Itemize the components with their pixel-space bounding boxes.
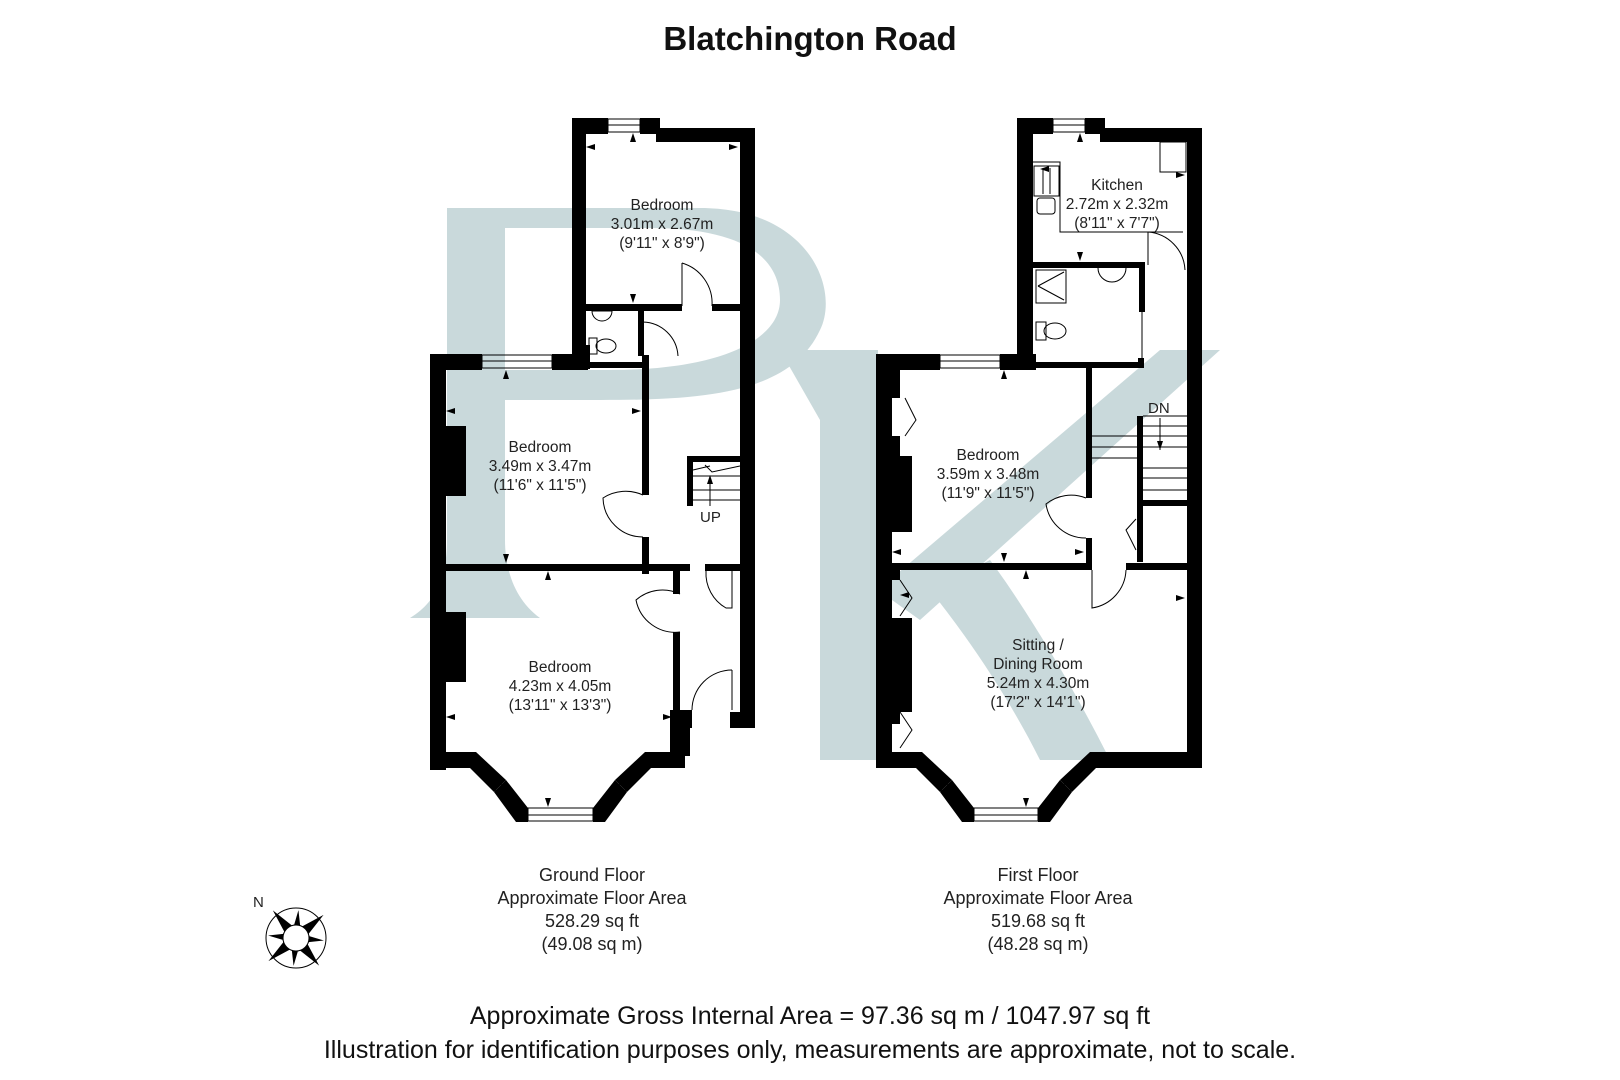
floor-name: Ground Floor: [538, 865, 646, 885]
first-floor-fixtures: [899, 118, 1187, 822]
floor-area-sqm: (48.28 sq m): [987, 934, 1089, 954]
room-label-sitting-dining: Sitting / Dining Room 5.24m x 4.30m (17'…: [987, 636, 1090, 712]
floor-area-label: Approximate Floor Area: [497, 888, 687, 908]
first-floor-summary: First Floor Approximate Floor Area 519.6…: [943, 864, 1132, 956]
first-floor-measure-arrows: [892, 133, 1185, 807]
room-dimensions-metric: 2.72m x 2.32m: [1065, 196, 1169, 213]
room-name: Bedroom: [528, 659, 592, 676]
room-name-line2: Dining Room: [993, 656, 1083, 673]
room-name: Bedroom: [630, 197, 694, 214]
room-dimensions-metric: 3.01m x 2.67m: [610, 216, 714, 233]
room-label-first-bedroom: Bedroom 3.59m x 3.48m (11'9" x 11'5"): [937, 446, 1040, 503]
stairs-up-label: UP: [700, 509, 721, 526]
compass-rose-icon: [265, 907, 327, 969]
room-dimensions-metric: 3.59m x 3.48m: [936, 466, 1040, 483]
room-label-kitchen: Kitchen 2.72m x 2.32m (8'11" x 7'7"): [1066, 176, 1169, 233]
room-name-line1: Sitting /: [1012, 637, 1064, 654]
gross-internal-area: Approximate Gross Internal Area = 97.36 …: [469, 1002, 1151, 1030]
floor-area-sqft: 528.29 sq ft: [544, 911, 640, 931]
ground-floor-summary: Ground Floor Approximate Floor Area 528.…: [497, 864, 686, 956]
floor-area-label: Approximate Floor Area: [943, 888, 1133, 908]
room-dimensions-imperial: (17'2" x 14'1"): [990, 694, 1086, 711]
room-dimensions-imperial: (13'11" x 13'3"): [508, 697, 612, 714]
room-label-ground-bedroom-middle: Bedroom 3.49m x 3.47m (11'6" x 11'5"): [489, 438, 592, 495]
ground-floor-plan: [430, 118, 755, 822]
room-name: Bedroom: [508, 439, 572, 456]
ground-floor-fixtures: [475, 118, 741, 822]
room-name: Bedroom: [956, 447, 1020, 464]
room-dimensions-metric: 5.24m x 4.30m: [986, 675, 1090, 692]
floor-area-sqft: 519.68 sq ft: [990, 911, 1086, 931]
stairs-down-label: DN: [1148, 400, 1170, 417]
first-floor-plan: [876, 118, 1202, 822]
compass-north-label: N: [253, 894, 264, 911]
room-dimensions-imperial: (11'6" x 11'5"): [493, 477, 587, 494]
floor-name: First Floor: [997, 865, 1079, 885]
room-label-ground-bedroom-back: Bedroom 3.01m x 2.67m (9'11" x 8'9"): [611, 196, 714, 253]
room-dimensions-metric: 3.49m x 3.47m: [488, 458, 592, 475]
room-label-ground-bedroom-front: Bedroom 4.23m x 4.05m (13'11" x 13'3"): [509, 658, 612, 715]
room-dimensions-imperial: (11'9" x 11'5"): [941, 485, 1035, 502]
room-dimensions-imperial: (9'11" x 8'9"): [619, 235, 705, 252]
room-dimensions-imperial: (8'11" x 7'7"): [1074, 215, 1160, 232]
disclaimer: Illustration for identification purposes…: [323, 1036, 1297, 1064]
watermark-logo-icon: [410, 208, 1220, 760]
floor-area-sqm: (49.08 sq m): [541, 934, 643, 954]
room-name: Kitchen: [1091, 177, 1143, 194]
page-title: Blatchington Road: [663, 20, 957, 57]
room-dimensions-metric: 4.23m x 4.05m: [508, 678, 612, 695]
ground-floor-measure-arrows: [446, 133, 738, 807]
